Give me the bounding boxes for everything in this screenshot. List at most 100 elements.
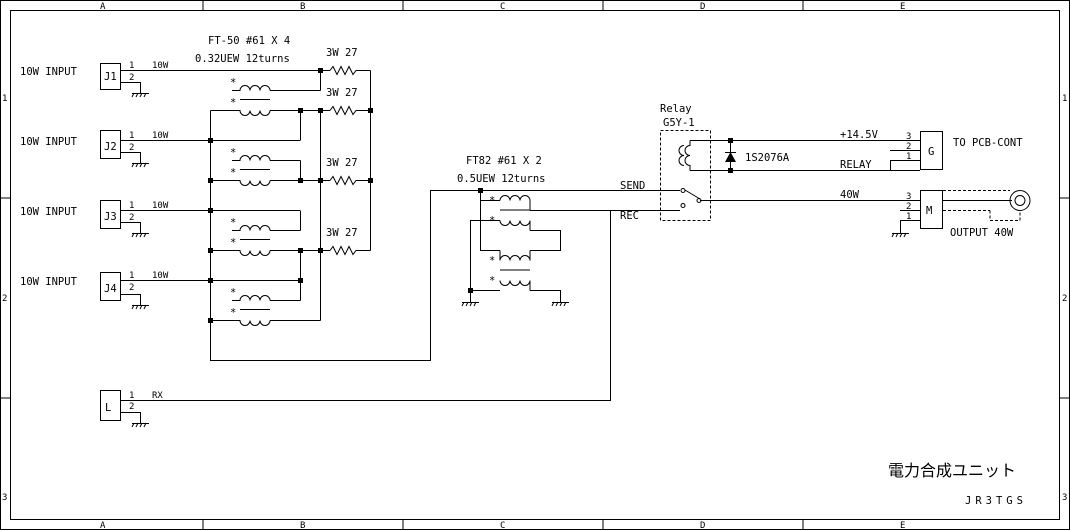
drawing-author: JR3TGS — [965, 495, 1027, 507]
connector-ref: J2 — [104, 141, 117, 153]
resistors — [329, 65, 358, 256]
dot-marker: * — [230, 77, 236, 89]
row-label-1-right: 1 — [1062, 94, 1067, 104]
transformer-t1 — [232, 85, 271, 116]
relay-rec-label: REC — [620, 210, 639, 222]
output-label: OUTPUT 40W — [950, 227, 1014, 239]
destination-label: TO PCB-CONT — [953, 137, 1023, 149]
col-label-e-bottom: E — [900, 521, 905, 530]
connector-ref: G — [928, 146, 934, 158]
junction-dots — [208, 68, 733, 323]
resistor-labels: 3W 27 3W 27 3W 27 3W 27 — [326, 47, 358, 239]
connector-ref: J3 — [104, 211, 117, 223]
col-label-e-top: E — [900, 2, 905, 12]
combiner1-core: FT-50 #61 X 4 — [208, 35, 290, 47]
ground-j2 — [131, 162, 149, 168]
connector-ref: J1 — [104, 71, 117, 83]
pin-2: 2 — [906, 142, 911, 152]
resistor-r4 — [329, 245, 358, 256]
relay-name: Relay — [660, 103, 692, 115]
pin-3: 3 — [906, 192, 911, 202]
ground-j1 — [131, 92, 149, 98]
connector-m: M 3 2 1 40W OUTPUT 40W — [840, 189, 1031, 239]
input-label: 10W INPUT — [20, 276, 78, 288]
col-label-d-top: D — [700, 2, 705, 12]
combiner1-label: FT-50 #61 X 4 0.32UEW 12turns — [195, 35, 290, 65]
resistor-r3 — [329, 175, 358, 186]
title-block: 電力合成ユニット JR3TGS — [888, 461, 1027, 507]
dot-marker: * — [489, 255, 495, 267]
col-label-d-bottom: D — [700, 521, 705, 530]
resistor-label: 3W 27 — [326, 227, 358, 239]
net-label: RX — [152, 391, 163, 401]
combiner1-dot-markers: * * * * * * * * — [230, 77, 236, 319]
col-label-a-bottom: A — [100, 521, 106, 530]
row-label-3-right: 3 — [1062, 493, 1067, 503]
combiner2-dot-markers: * * * * — [489, 195, 495, 287]
combiner2-wire: 0.5UEW 12turns — [457, 173, 546, 185]
col-label-c-bottom: C — [500, 521, 505, 530]
col-label-b-top: B — [300, 2, 305, 12]
dot-marker: * — [489, 195, 495, 207]
combiner1-wire: 0.32UEW 12turns — [195, 53, 290, 65]
net-label: 10W — [152, 61, 169, 71]
coax-connector-icon — [1009, 190, 1031, 211]
dot-marker: * — [230, 147, 236, 159]
dot-marker: * — [489, 215, 495, 227]
ground-combiner2-left — [461, 301, 479, 307]
net-label: 10W — [152, 201, 169, 211]
pin-3: 3 — [906, 132, 911, 142]
rx-connector: L 1 2 RX — [100, 390, 163, 421]
resistor-label: 3W 27 — [326, 87, 358, 99]
ground-j4 — [131, 304, 149, 310]
connector-ref: J4 — [104, 283, 117, 295]
pin-2: 2 — [129, 143, 134, 153]
dot-marker: * — [230, 307, 236, 319]
combiner2-transformers — [499, 195, 531, 291]
pin-2: 2 — [129, 73, 134, 83]
row-label-2-left: 2 — [2, 294, 7, 304]
input-connector-j4: 10W INPUT J4 1 2 10W — [20, 271, 169, 301]
connector-ref: L — [105, 402, 111, 414]
ground-combiner2-right — [551, 301, 569, 307]
combiner2-core: FT82 #61 X 2 — [466, 155, 542, 167]
col-label-c-top: C — [500, 2, 505, 12]
connector-g: G 3 2 1 +14.5V RELAY TO PCB-CONT — [840, 129, 1023, 171]
input-label: 10W INPUT — [20, 206, 78, 218]
connector-ref: M — [926, 205, 932, 217]
ground-rx — [131, 422, 149, 428]
pin-2: 2 — [129, 402, 134, 412]
combiner1-transformers — [232, 85, 271, 326]
transformer-t6 — [499, 250, 531, 291]
ground-symbols — [131, 92, 909, 428]
pin-1: 1 — [129, 391, 134, 401]
ground-m — [891, 232, 909, 238]
input-connector-j2: 10W INPUT J2 1 2 10W — [20, 130, 169, 159]
diode: 1S2076A — [725, 152, 790, 164]
net-label: 10W — [152, 271, 169, 281]
dot-marker: * — [230, 167, 236, 179]
wires — [121, 70, 920, 423]
col-label-a-top: A — [100, 2, 106, 12]
relay-part: G5Y-1 — [663, 117, 695, 129]
ground-j3 — [131, 232, 149, 238]
input-connector-j1: 10W INPUT J1 1 2 10W — [20, 61, 169, 90]
row-label-1-left: 1 — [2, 94, 7, 104]
pin-1: 1 — [129, 201, 134, 211]
combiner2-label: FT82 #61 X 2 0.5UEW 12turns — [457, 155, 546, 185]
transformer-t4 — [232, 295, 271, 326]
resistor-r1 — [329, 65, 358, 76]
net-label: 40W — [840, 189, 860, 201]
relay-send-label: SEND — [620, 180, 645, 192]
pin-2: 2 — [129, 283, 134, 293]
net-relay: RELAY — [840, 159, 872, 171]
resistor-label: 3W 27 — [326, 47, 358, 59]
input-label: 10W INPUT — [20, 66, 78, 78]
drawing-title: 電力合成ユニット — [888, 461, 1016, 480]
pin-2: 2 — [129, 213, 134, 223]
pin-2: 2 — [906, 202, 911, 212]
dot-marker: * — [230, 217, 236, 229]
